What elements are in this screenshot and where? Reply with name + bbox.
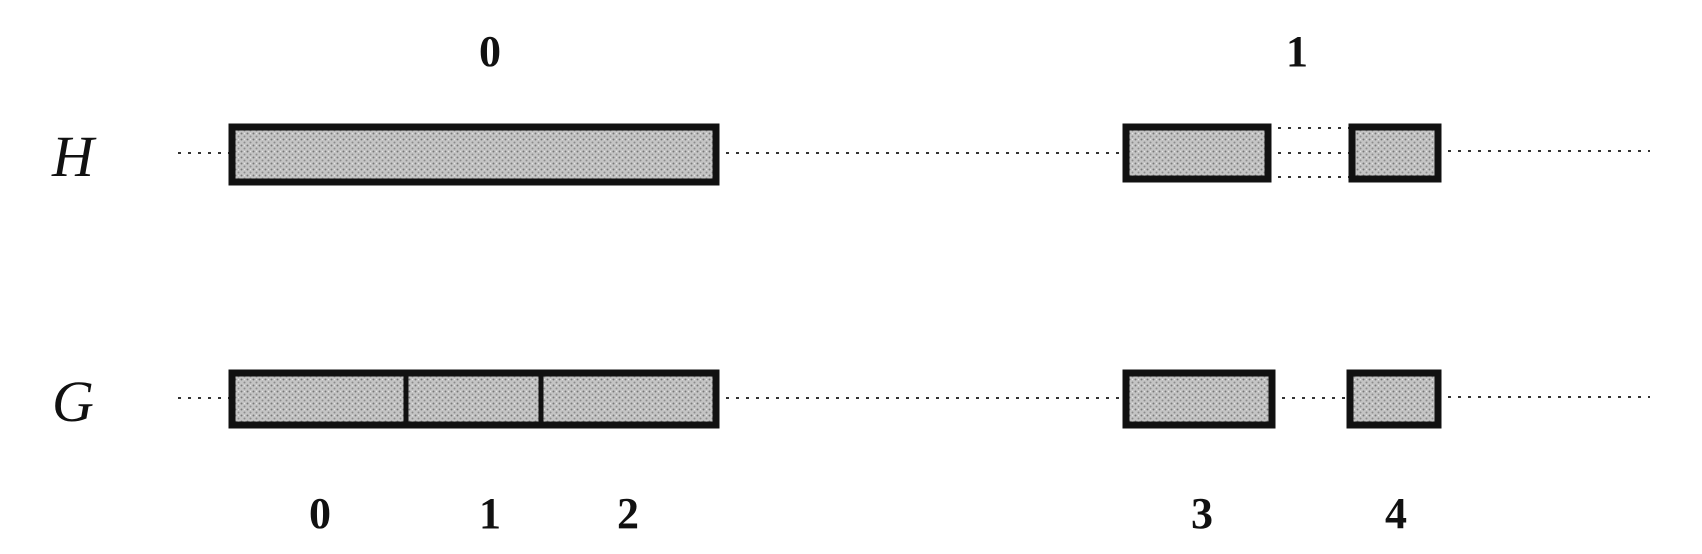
- g-block-0-2: [228, 369, 720, 429]
- bottom-label-3: 3: [1191, 489, 1213, 538]
- row-label-h: H: [51, 124, 97, 189]
- h-block-1a: [1122, 123, 1272, 183]
- g-block-3: [1122, 369, 1276, 429]
- g-block-4: [1346, 369, 1442, 429]
- bottom-label-4: 4: [1385, 489, 1407, 538]
- row-label-g: G: [52, 369, 94, 434]
- top-label-0: 0: [479, 27, 501, 76]
- h-block-1b: [1348, 123, 1442, 183]
- top-label-1: 1: [1286, 27, 1308, 76]
- bottom-label-1: 1: [479, 489, 501, 538]
- bottom-label-0: 0: [309, 489, 331, 538]
- bottom-label-2: 2: [617, 489, 639, 538]
- h-block-0: [228, 123, 720, 186]
